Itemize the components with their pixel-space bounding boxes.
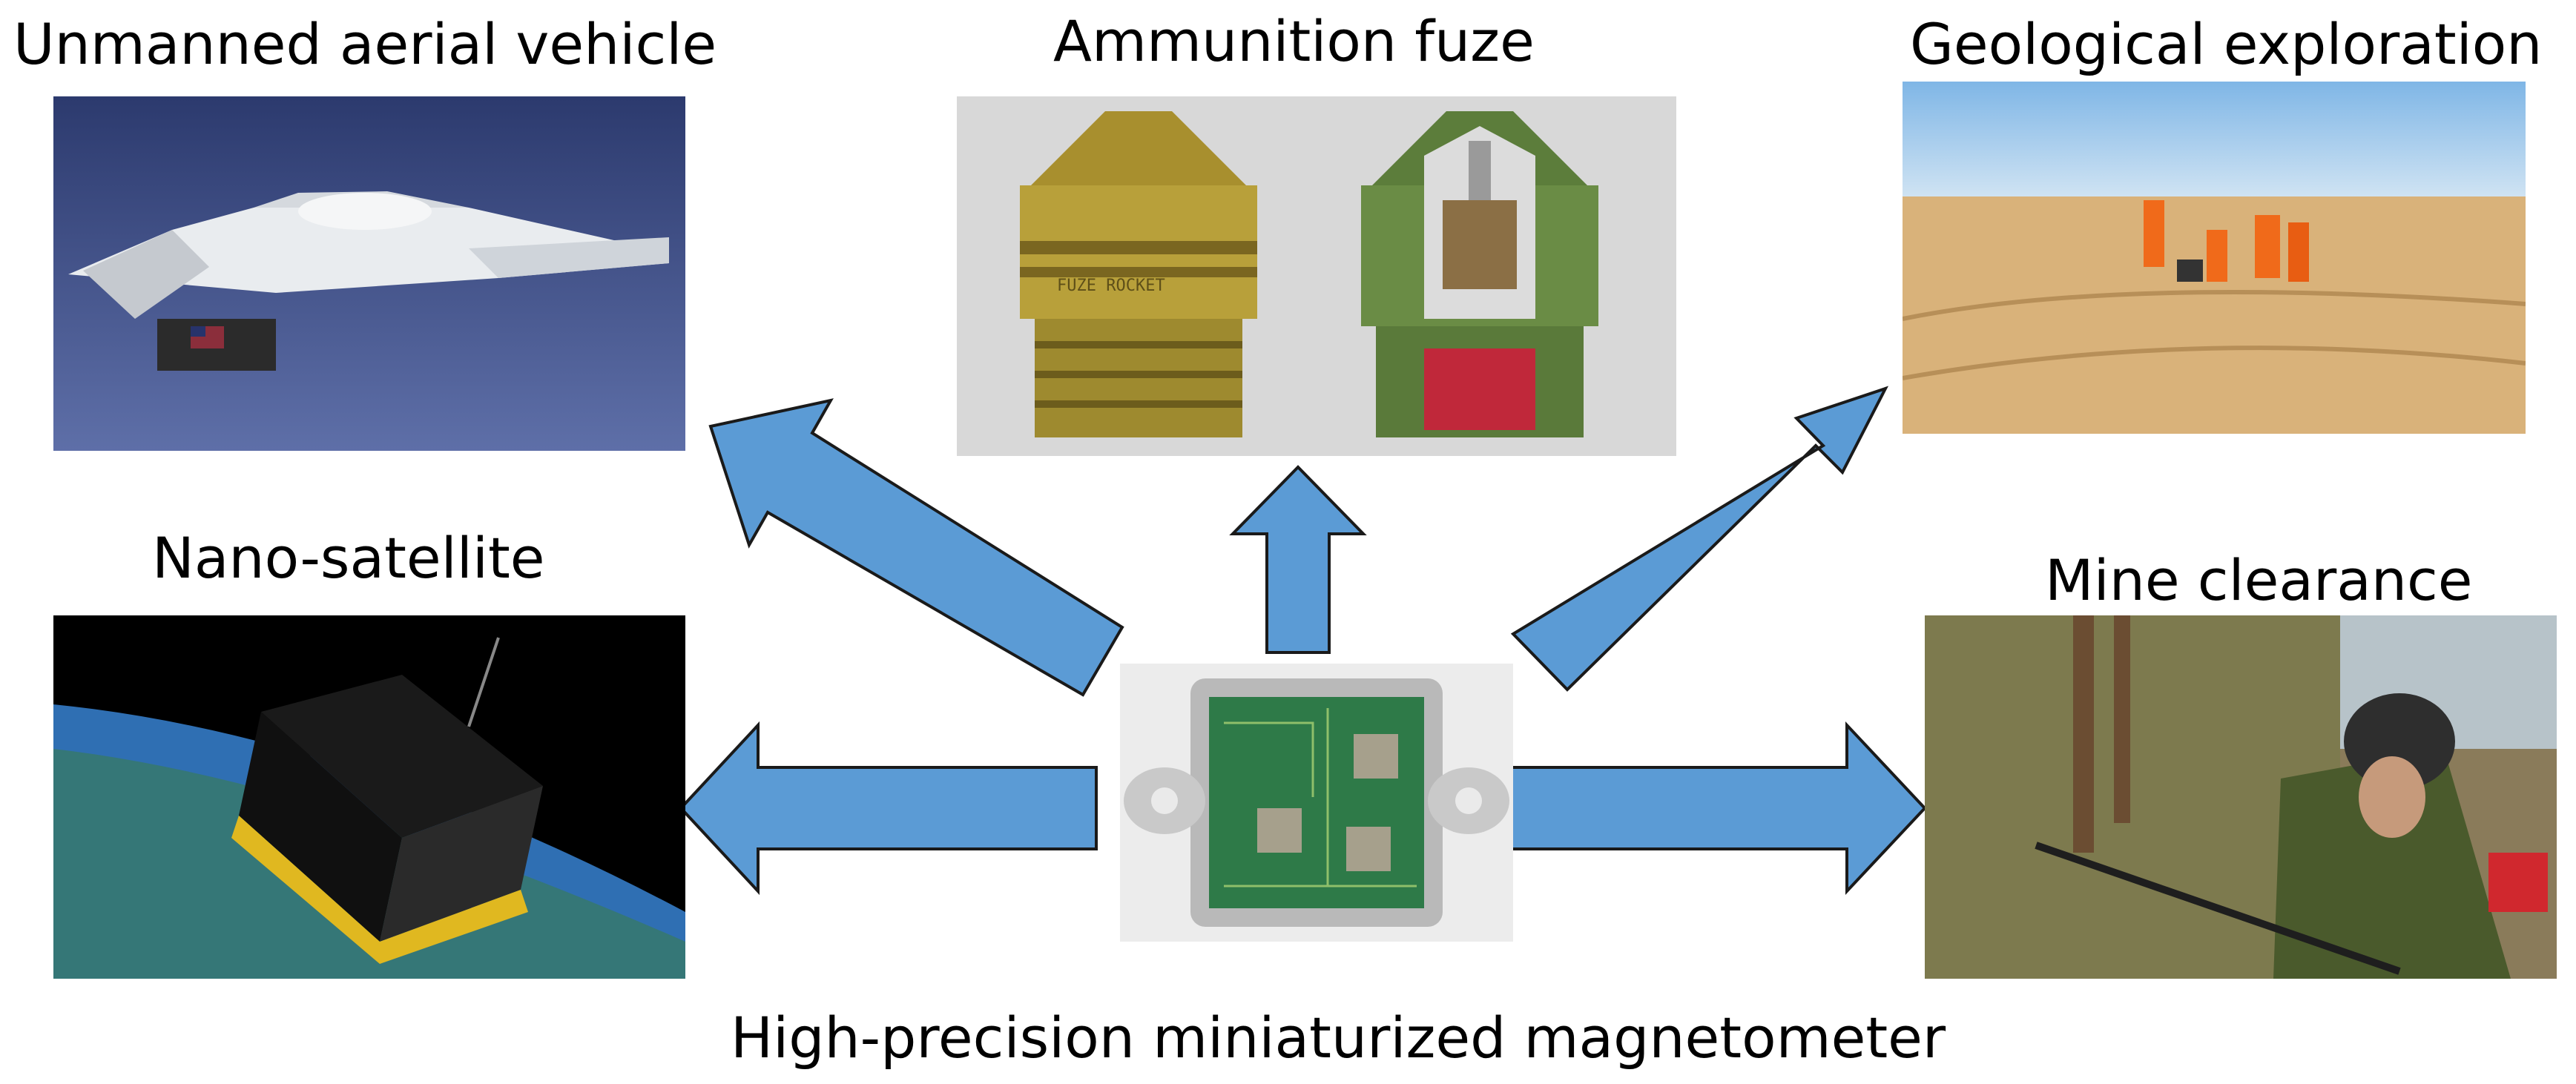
arrow-up-left (708, 398, 1124, 697)
magnetometer-photo (1120, 664, 1513, 942)
magnetometer-image (1120, 664, 1513, 942)
label-uav: Unmanned aerial vehicle (13, 11, 717, 77)
label-geo: Geological exploration (1910, 11, 2543, 77)
fuze-image: FUZE ROCKET (957, 96, 1676, 456)
uav-photo (53, 96, 685, 451)
arrow-up (1229, 465, 1367, 654)
label-mine: Mine clearance (2045, 547, 2473, 613)
label-nano: Nano-satellite (152, 525, 545, 591)
mine-photo (1925, 615, 2557, 979)
fuze-engraving-text: FUZE ROCKET (1057, 277, 1165, 295)
label-fuze: Ammunition fuze (1053, 8, 1535, 74)
nanosat-image (53, 615, 685, 979)
geo-image (1903, 82, 2526, 434)
arrow-left (679, 721, 1098, 896)
label-center: High-precision miniaturized magnetometer (731, 1005, 1946, 1071)
arrow-group (679, 386, 1927, 896)
uav-image (53, 96, 685, 451)
arrow-up-right (1510, 386, 1889, 692)
mine-image (1925, 615, 2557, 979)
geo-photo (1903, 82, 2526, 434)
nanosat-photo (53, 615, 685, 979)
fuze-photo: FUZE ROCKET (957, 96, 1676, 456)
arrow-right (1508, 721, 1927, 896)
